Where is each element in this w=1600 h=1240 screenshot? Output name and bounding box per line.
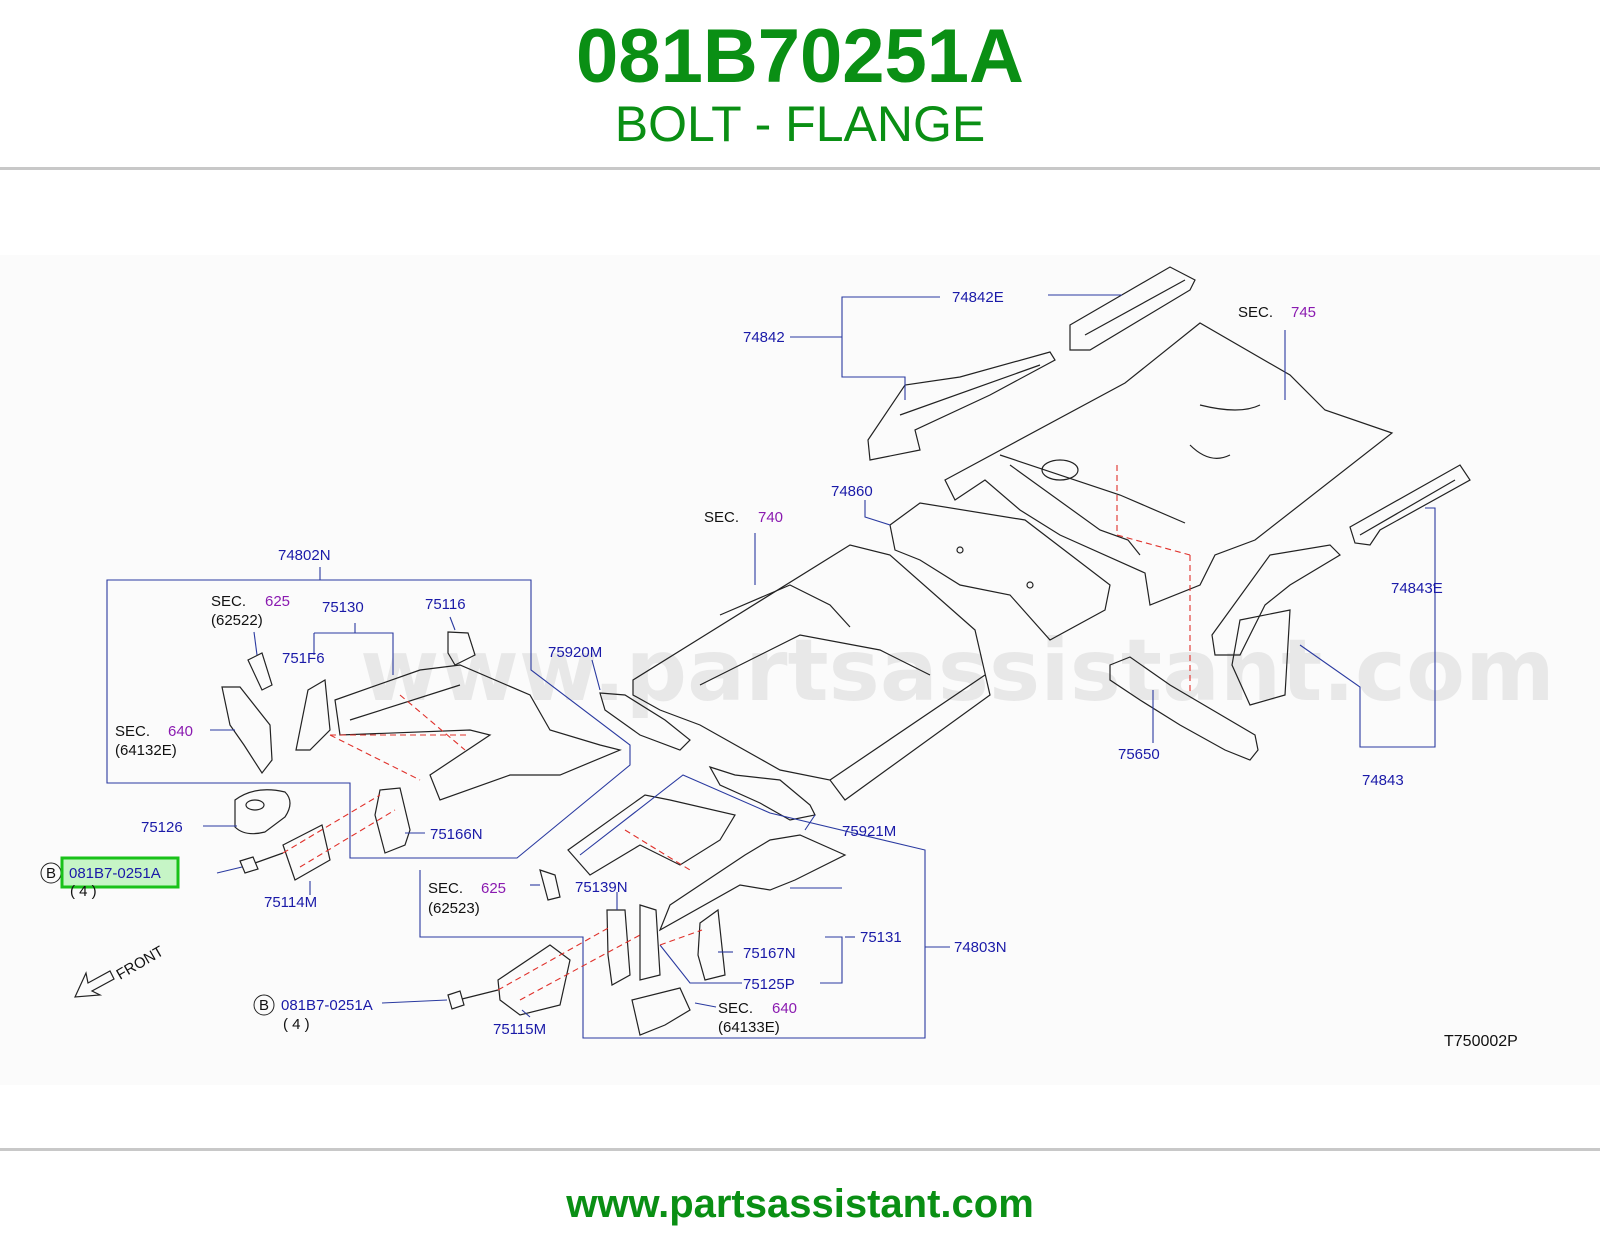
sec640-part-a [221, 686, 273, 775]
label-75130[interactable]: 75130 [322, 599, 364, 616]
bracket-75114M [282, 824, 331, 881]
label-sec-625-a-prefix: SEC. [211, 593, 246, 610]
label-75115M[interactable]: 75115M [493, 1021, 546, 1038]
label-74843[interactable]: 74843 [1362, 772, 1404, 789]
bolt-callout-a[interactable]: B 081B7-0251A ( 4 ) [40, 856, 180, 900]
label-64132E: (64132E) [115, 742, 177, 759]
bracket-75126 [234, 789, 291, 835]
sec640-part-b [631, 987, 691, 1036]
bolt-b-circle-letter: B [259, 997, 269, 1014]
label-75116[interactable]: 75116 [425, 596, 466, 613]
cross-member-74860 [889, 502, 1111, 641]
front-floor-panel [632, 544, 991, 801]
label-sec-640-a-prefix: SEC. [115, 723, 150, 740]
label-sec-745-prefix: SEC. [1238, 304, 1273, 321]
flange-bolt-b [447, 989, 499, 1010]
bracket-75166N [374, 787, 411, 854]
footer-divider [0, 1148, 1600, 1151]
bracket-75115M [497, 944, 571, 1016]
label-sec-625-b-prefix: SEC. [428, 880, 463, 897]
bolt-b-quantity: ( 4 ) [283, 1016, 310, 1033]
bolt-a-quantity: ( 4 ) [70, 883, 97, 900]
label-sec-625-a[interactable]: 625 [265, 593, 290, 610]
parts-diagram-canvas: www.partsassistant.com [40, 266, 1555, 1050]
front-side-member-assy-74802N [334, 664, 622, 801]
label-sec-740[interactable]: 740 [758, 509, 783, 526]
front-side-member-assy-74803N [567, 794, 847, 932]
rear-floor-panel [944, 322, 1394, 606]
bolt-b-circle-icon [253, 994, 275, 1016]
side-member-74843 [1211, 544, 1341, 706]
leader-lines [106, 294, 1436, 1039]
label-75920M[interactable]: 75920M [548, 644, 602, 661]
bolt-a-circle-letter: B [46, 865, 56, 882]
highlight-box [60, 856, 180, 889]
label-sec-640-a[interactable]: 640 [168, 723, 193, 740]
label-75167N[interactable]: 75167N [743, 945, 796, 962]
side-member-74842 [867, 351, 1056, 461]
bracket-75139N [606, 909, 631, 986]
label-74802N[interactable]: 74802N [278, 547, 331, 564]
part-labels: 74842E 74842 SEC. 745 74860 SEC. 740 748… [115, 289, 1443, 1038]
bolt-callout-b[interactable]: B 081B7-0251A ( 4 ) [253, 994, 373, 1033]
front-arrow-icon [74, 970, 115, 998]
bracket-75167N [697, 908, 726, 981]
label-74803N[interactable]: 74803N [954, 939, 1007, 956]
label-74842[interactable]: 74842 [743, 329, 785, 346]
part-number-title: 081B70251A [576, 14, 1024, 99]
label-74842E[interactable]: 74842E [952, 289, 1004, 306]
footer-website-link[interactable]: www.partsassistant.com [566, 1182, 1034, 1226]
drawing-code: T750002P [1444, 1033, 1518, 1050]
label-74860[interactable]: 74860 [831, 483, 873, 500]
label-75921M[interactable]: 75921M [842, 823, 896, 840]
flange-bolt-a [239, 852, 284, 874]
bracket-75125P [639, 904, 661, 981]
bracket-751F6 [295, 679, 331, 751]
front-label: FRONT [114, 943, 167, 984]
label-64133E: (64133E) [718, 1019, 780, 1036]
rear-cross-member-74842E [1069, 266, 1196, 351]
label-75126[interactable]: 75126 [141, 819, 183, 836]
bracket-75920M [599, 692, 691, 751]
side-member-74843E [1349, 464, 1471, 546]
label-sec-740-prefix: SEC. [704, 509, 739, 526]
alignment-dashes [282, 465, 1191, 1001]
bracket-75116 [447, 631, 476, 666]
label-75166N[interactable]: 75166N [430, 826, 483, 843]
label-75650[interactable]: 75650 [1118, 746, 1160, 763]
label-75114M[interactable]: 75114M [264, 894, 317, 911]
label-75139N[interactable]: 75139N [575, 879, 628, 896]
header-divider [0, 167, 1600, 170]
watermark-text: www.partsassistant.com [360, 621, 1555, 721]
label-74843E[interactable]: 74843E [1391, 580, 1443, 597]
sec625-part-a [247, 652, 273, 691]
label-sec-625-b[interactable]: 625 [481, 880, 506, 897]
part-name-subtitle: BOLT - FLANGE [614, 96, 986, 152]
bolt-a-part-number[interactable]: 081B7-0251A [69, 865, 161, 882]
label-75131[interactable]: 75131 [860, 929, 902, 946]
bolt-b-part-number[interactable]: 081B7-0251A [281, 997, 373, 1014]
sec625-part-b [539, 869, 561, 901]
label-75125P[interactable]: 75125P [743, 976, 795, 993]
label-751F6[interactable]: 751F6 [282, 650, 325, 667]
label-sec-640-b[interactable]: 640 [772, 1000, 797, 1017]
label-sec-640-b-prefix: SEC. [718, 1000, 753, 1017]
parts-diagram: www.partsassistant.com [0, 255, 1600, 1085]
rear-cross-member-75650 [1109, 656, 1259, 761]
label-sec-745[interactable]: 745 [1291, 304, 1316, 321]
label-62523: (62523) [428, 900, 480, 917]
label-62522: (62522) [211, 612, 263, 629]
